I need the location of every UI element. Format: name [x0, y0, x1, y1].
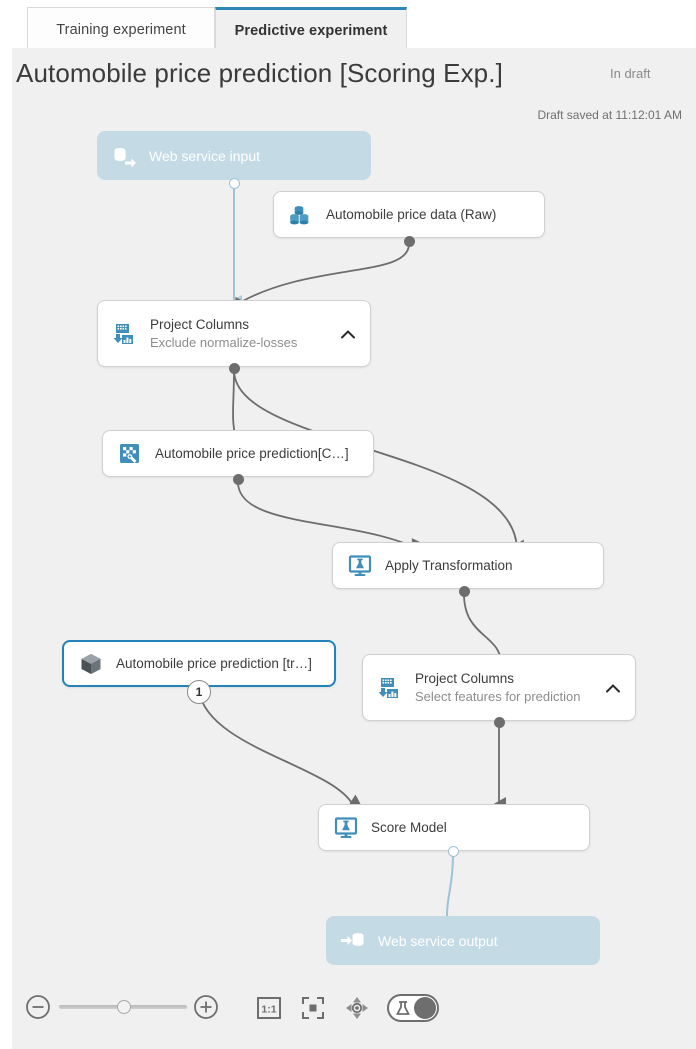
node-text: Project Columns Exclude normalize-losses: [150, 317, 297, 350]
node-text: Automobile price data (Raw): [326, 207, 496, 222]
canvas-toolbar: 1:1: [12, 983, 696, 1049]
experiment-content: Automobile price prediction [Scoring Exp…: [12, 48, 696, 1049]
port-out-apply-transformation[interactable]: [459, 586, 470, 597]
port-out-automobile-price-prediction-c[interactable]: [233, 474, 244, 485]
zoom-out-button[interactable]: [25, 994, 51, 1020]
node-subtitle: Select features for prediction: [415, 689, 581, 704]
tab-training-experiment[interactable]: Training experiment: [27, 7, 215, 51]
node-title: Automobile price prediction [tr…]: [116, 656, 312, 671]
node-text: Project Columns Select features for pred…: [415, 671, 580, 704]
pan-icon[interactable]: [344, 995, 370, 1021]
node-text: Web service output: [378, 933, 498, 949]
node-text: Automobile price prediction [tr…]: [116, 656, 312, 671]
port-badge-label: 1: [195, 685, 203, 699]
node-title: Web service input: [149, 147, 261, 164]
zoom-in-button[interactable]: [193, 994, 219, 1020]
port-out-project-columns-exclude[interactable]: [229, 363, 240, 374]
web-service-output-icon: [341, 932, 364, 946]
fit-to-screen-icon[interactable]: [300, 995, 326, 1021]
node-title: Apply Transformation: [385, 558, 513, 573]
port-out-web-service-input[interactable]: [229, 178, 240, 189]
node-automobile-price-prediction-c[interactable]: Automobile price prediction[C…]: [102, 430, 374, 477]
draft-saved-timestamp: Draft saved at 11:12:01 AM: [537, 108, 682, 122]
chevron-up-icon[interactable]: [341, 329, 355, 339]
node-score-model[interactable]: Score Model: [318, 804, 590, 851]
node-title: Project Columns: [150, 317, 250, 332]
node-title: Automobile price data (Raw): [326, 207, 497, 222]
node-web-service-input[interactable]: Web service input: [97, 131, 371, 180]
node-text: Web service input: [149, 148, 260, 164]
chevron-up-icon[interactable]: [606, 683, 620, 693]
node-web-service-output[interactable]: Web service output: [326, 916, 600, 965]
model-icon: [348, 554, 372, 576]
edge-transform-to-applytransformation: [237, 481, 427, 555]
project-columns-icon: [113, 323, 133, 344]
node-text: Automobile price prediction[C…]: [155, 446, 349, 461]
node-title: Automobile price prediction[C…]: [155, 446, 349, 461]
web-service-input-icon: [114, 147, 136, 167]
node-text: Score Model: [371, 820, 447, 835]
node-automobile-price-prediction-tr[interactable]: Automobile price prediction [tr…]: [62, 640, 336, 687]
zoom-level-one-to-one-button[interactable]: 1:1: [256, 995, 282, 1021]
zoom-slider-thumb[interactable]: [117, 1000, 131, 1014]
port-out-project-columns-select[interactable]: [494, 717, 505, 728]
node-title: Project Columns: [415, 671, 515, 686]
tab-training-experiment-label: Training experiment: [56, 21, 186, 38]
tab-predictive-experiment-label: Predictive experiment: [234, 22, 388, 39]
tab-predictive-experiment[interactable]: Predictive experiment: [215, 7, 407, 51]
edge-trainedmodel-to-scoremodel: [198, 690, 364, 809]
node-title: Web service output: [378, 932, 498, 949]
experiment-canvas[interactable]: Web service input Automobile price data …: [12, 48, 696, 1049]
node-title: Score Model: [371, 820, 447, 835]
tab-strip: Training experiment Predictive experimen…: [0, 0, 696, 51]
node-project-columns-exclude[interactable]: Project Columns Exclude normalize-losses: [97, 300, 371, 367]
zoom-level-label: 1:1: [261, 1004, 276, 1016]
node-project-columns-select[interactable]: Project Columns Select features for pred…: [362, 654, 636, 721]
dataset-icon: [290, 205, 309, 224]
port-badge[interactable]: 1: [187, 680, 211, 704]
node-subtitle: Exclude normalize-losses: [150, 335, 298, 350]
model-icon: [334, 816, 358, 838]
transform-icon: [120, 443, 139, 463]
port-out-automobile-price-data-raw[interactable]: [404, 236, 415, 247]
page-title: Automobile price prediction [Scoring Exp…: [16, 58, 503, 88]
experiment-toggle[interactable]: [387, 994, 439, 1022]
status-badge: In draft: [610, 66, 651, 81]
node-automobile-price-data-raw[interactable]: Automobile price data (Raw): [273, 191, 545, 238]
node-apply-transformation[interactable]: Apply Transformation: [332, 542, 604, 589]
port-out-score-model[interactable]: [448, 846, 459, 857]
node-text: Apply Transformation: [385, 558, 513, 573]
project-columns-icon: [378, 677, 398, 698]
edge-dataset-to-projectcolumns: [235, 243, 410, 314]
trained-model-icon: [81, 653, 101, 674]
